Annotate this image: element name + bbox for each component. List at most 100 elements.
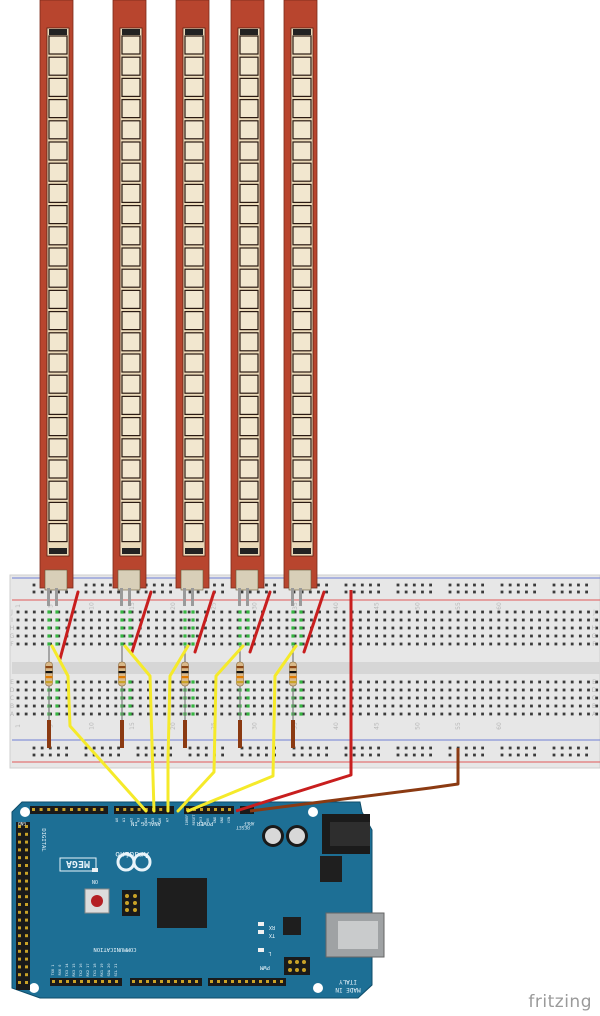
breadboard-hole	[334, 680, 338, 684]
breadboard-hole	[310, 696, 313, 700]
rail-hole	[369, 583, 372, 587]
breadboard-hole	[155, 618, 158, 622]
power-pin-label: 5V	[206, 817, 210, 822]
breadboard-hole	[456, 680, 460, 684]
connected-hole	[183, 642, 187, 646]
breadboard-hole	[81, 626, 85, 630]
breadboard-hole	[179, 704, 183, 708]
rail-hole	[360, 753, 364, 757]
breadboard-hole	[375, 634, 378, 638]
sensor-segment	[239, 311, 259, 331]
column-number: 1	[15, 724, 22, 728]
digital-label: DIGITAL	[40, 828, 46, 852]
breadboard-hole	[73, 704, 77, 708]
breadboard-hole	[513, 618, 517, 622]
breadboard-hole	[489, 688, 493, 692]
header-pin	[116, 808, 119, 811]
breadboard-hole	[318, 704, 321, 708]
resistor-ground-jumper	[238, 720, 242, 748]
sensor-segment	[121, 226, 141, 246]
breadboard-hole	[147, 704, 150, 708]
red-wire	[302, 590, 326, 654]
breadboard-hole	[179, 712, 183, 716]
header-pin	[18, 918, 21, 922]
breadboard-hole	[57, 712, 61, 716]
yellow-signal-wire	[186, 644, 298, 813]
breadboard-hole	[570, 696, 574, 700]
breadboard-hole	[130, 712, 134, 716]
row-letter: J	[10, 609, 13, 616]
sensor-segment	[48, 183, 68, 203]
rail-hole	[84, 746, 88, 750]
breadboard-hole	[375, 712, 378, 716]
breadboard-hole	[301, 634, 305, 638]
rail-hole	[317, 583, 320, 587]
rail-hole	[448, 590, 452, 594]
breadboard-hole	[538, 626, 541, 630]
breadboard-hole	[570, 688, 574, 692]
sensor-segment	[184, 162, 204, 182]
breadboard-hole	[187, 626, 191, 630]
breadboard-hole	[538, 634, 541, 638]
breadboard-hole	[481, 688, 484, 692]
reset-button-cap[interactable]	[91, 895, 103, 907]
connected-hole	[191, 680, 195, 684]
breadboard-hole	[521, 626, 525, 630]
header-pin	[25, 949, 28, 953]
breadboard-hole	[530, 626, 533, 630]
breadboard-hole	[587, 712, 590, 716]
connected-hole	[128, 712, 132, 716]
sensor-segment	[48, 98, 68, 119]
breadboard-hole	[424, 618, 427, 622]
breadboard-hole	[16, 634, 20, 638]
breadboard-hole	[163, 642, 167, 646]
rail-hole	[221, 753, 224, 757]
resistor	[289, 646, 297, 748]
rail-hole	[448, 746, 452, 750]
breadboard-hole	[448, 688, 452, 692]
connected-hole	[246, 704, 250, 708]
sensor-segment	[48, 332, 68, 352]
breadboard-hole	[16, 696, 20, 700]
rail-hole	[577, 746, 580, 750]
breadboard-hole	[464, 626, 468, 630]
breadboard-hole	[538, 704, 541, 708]
power-pin-label: RESET	[192, 814, 196, 826]
breadboard-hole	[81, 618, 85, 622]
connected-hole	[47, 642, 51, 646]
breadboard-hole	[562, 618, 566, 622]
sensor-segment	[121, 438, 141, 458]
header-pin	[25, 871, 28, 875]
breadboard-hole	[473, 618, 476, 622]
breadboard-hole	[383, 704, 387, 708]
column-number: 45	[374, 602, 381, 610]
breadboard-hole	[252, 680, 256, 684]
sensor-segment	[48, 374, 68, 394]
breadboard-hole	[81, 696, 85, 700]
rail-hole	[84, 583, 88, 587]
breadboard-hole	[578, 618, 582, 622]
rail-hole	[65, 746, 68, 750]
breadboard-hole	[432, 704, 436, 708]
breadboard-hole	[578, 642, 582, 646]
rail-hole	[412, 590, 416, 594]
breadboard-hole	[497, 712, 501, 716]
breadboard-hole	[375, 642, 378, 646]
header-pin	[25, 887, 28, 891]
breadboard-hole	[138, 696, 142, 700]
breadboard-hole	[310, 688, 313, 692]
rail-hole	[500, 583, 504, 587]
connected-hole	[120, 610, 124, 614]
row-letter: B	[592, 703, 596, 710]
rail-hole	[421, 590, 424, 594]
analog-pin-label: A5	[151, 818, 155, 822]
breadboard-hole	[546, 704, 550, 708]
breadboard-hole	[383, 688, 387, 692]
breadboard-hole	[554, 704, 558, 708]
rail-hole	[369, 746, 372, 750]
brown-ground-wire	[249, 748, 460, 813]
breadboard-hole	[587, 626, 590, 630]
breadboard-hole	[65, 712, 69, 716]
breadboard-hole	[570, 680, 574, 684]
breadboard-hole	[16, 680, 20, 684]
